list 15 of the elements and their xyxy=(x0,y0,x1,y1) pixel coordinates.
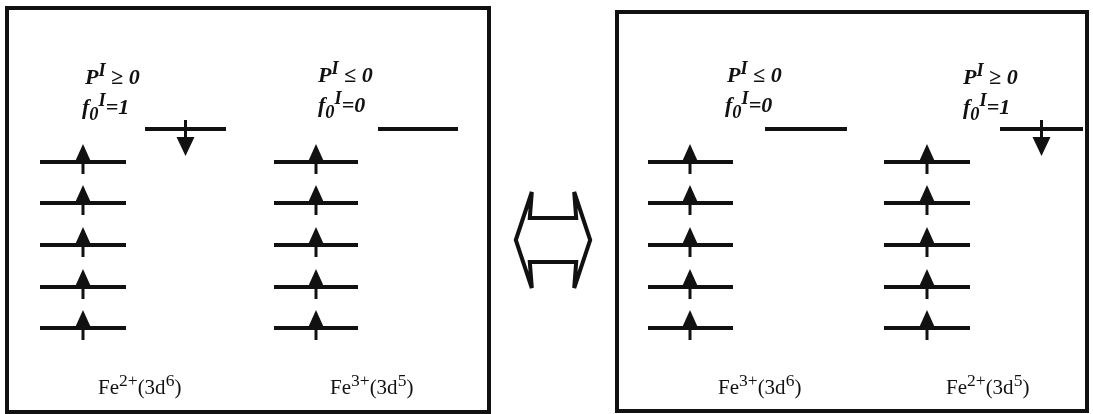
ion-configuration-label: Fe$^{2+}$(3d$^{6}$) xyxy=(98,370,182,400)
double-arrow xyxy=(513,190,593,290)
condition-label: f$_{0}$$^{I}$=1 xyxy=(963,90,1011,125)
panel-frame xyxy=(615,10,1089,413)
ion-configuration-label: Fe$^{3+}$(3d$^{5}$) xyxy=(330,370,414,400)
panel-frame xyxy=(5,6,491,414)
condition-label: f$_{0}$$^{I}$=0 xyxy=(318,88,366,123)
ion-configuration-label: Fe$^{3+}$(3d$^{6}$) xyxy=(718,370,802,400)
condition-label: P$^{I}$ ≤ 0 xyxy=(727,58,782,89)
ion-configuration-label: Fe$^{2+}$(3d$^{5}$) xyxy=(946,370,1030,400)
condition-label: P$^{I}$ ≥ 0 xyxy=(85,60,140,91)
condition-label: P$^{I}$ ≥ 0 xyxy=(963,60,1018,91)
condition-label: f$_{0}$$^{I}$=1 xyxy=(82,90,130,125)
condition-label: P$^{I}$ ≤ 0 xyxy=(318,58,373,89)
condition-label: f$_{0}$$^{I}$=0 xyxy=(725,88,773,123)
